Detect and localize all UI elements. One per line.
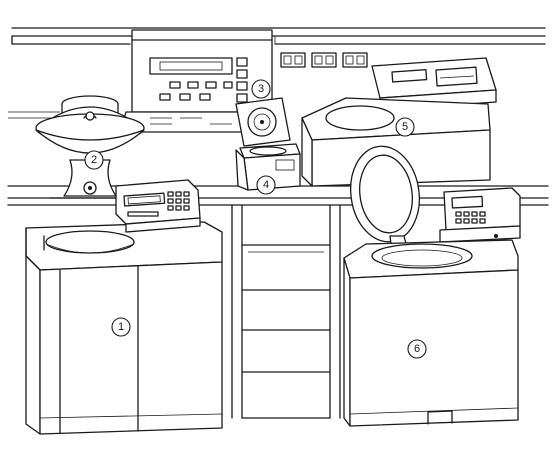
callout-1-label: 1	[118, 321, 124, 333]
floor-centrifuge-open-lid	[343, 145, 521, 427]
callout-5-label: 5	[402, 121, 408, 133]
callout-4-label: 4	[263, 179, 269, 191]
bowl-centrifuge	[35, 95, 145, 199]
floor-centrifuge-left	[25, 179, 223, 435]
wall-outlets	[280, 52, 368, 68]
callout-2-label: 2	[91, 154, 97, 166]
benchtop-centrifuge-right	[301, 57, 497, 187]
lab-bench	[7, 111, 549, 419]
keypad-left	[127, 191, 190, 217]
keypad-right	[455, 211, 486, 224]
callout-4: 4	[256, 175, 276, 195]
callout-3: 3	[251, 79, 271, 99]
callout-1: 1	[111, 317, 131, 337]
callout-2: 2	[84, 150, 104, 170]
callout-6-label: 6	[414, 343, 420, 355]
wall-shelf	[11, 27, 546, 45]
callout-6: 6	[407, 339, 427, 359]
callout-3-label: 3	[258, 83, 264, 95]
callout-5: 5	[395, 117, 415, 137]
